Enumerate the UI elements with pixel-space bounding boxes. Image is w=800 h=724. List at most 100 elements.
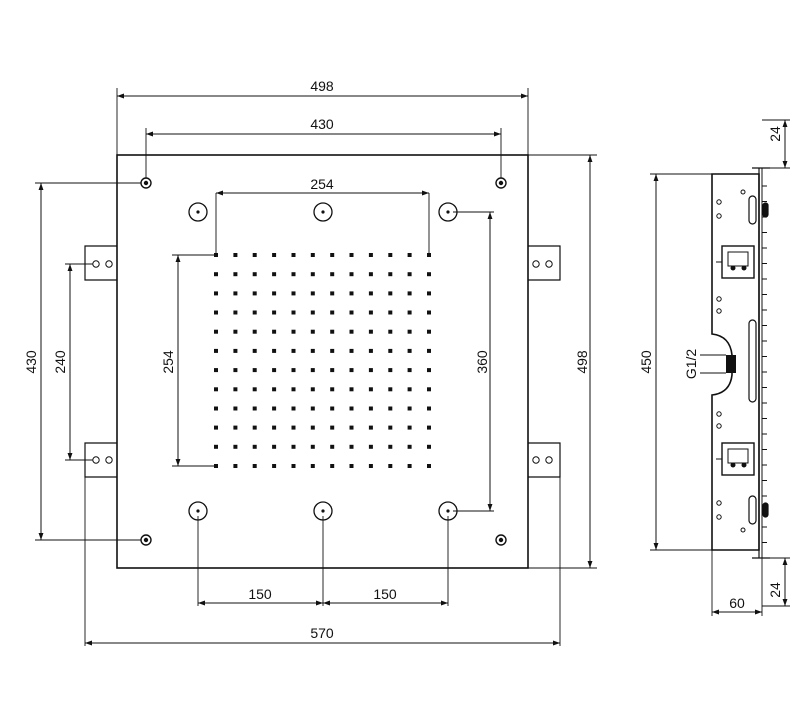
nozzle: [388, 272, 393, 277]
nozzle-grid: [214, 253, 431, 468]
nozzle: [252, 348, 257, 353]
side-body: [711, 173, 760, 551]
nozzle: [291, 348, 296, 353]
nozzle: [291, 291, 296, 296]
nozzle: [388, 329, 393, 334]
nozzle: [349, 291, 354, 296]
nozzle: [272, 291, 277, 296]
nozzle: [310, 368, 315, 373]
side-lower-bracket: [716, 442, 755, 476]
nozzle: [233, 348, 238, 353]
nozzle: [349, 368, 354, 373]
nozzle: [233, 291, 238, 296]
nozzle: [330, 387, 335, 392]
nozzle: [407, 406, 412, 411]
side-dimension-lines: [653, 120, 788, 615]
nozzle: [368, 291, 373, 296]
nozzle: [252, 329, 257, 334]
shower-plate: [116, 154, 529, 569]
nozzle: [291, 406, 296, 411]
nozzle: [407, 464, 412, 468]
nozzle: [272, 310, 277, 315]
nozzle: [330, 253, 335, 257]
nozzle: [349, 310, 354, 315]
nozzle: [368, 253, 373, 257]
nozzle: [427, 348, 431, 353]
nozzle: [272, 348, 277, 353]
nozzle: [310, 425, 315, 430]
nozzle: [214, 368, 218, 373]
nozzle: [233, 387, 238, 392]
nozzle: [330, 329, 335, 334]
nozzle: [427, 425, 431, 430]
dim-right-height: 498: [574, 350, 590, 374]
nozzle: [214, 329, 218, 334]
nozzle: [427, 406, 431, 411]
nozzle: [388, 387, 393, 392]
dim-bottom-right: 150: [373, 586, 397, 602]
nozzle: [310, 329, 315, 334]
dim-nozzle-width: 254: [310, 176, 334, 192]
nozzle: [252, 464, 257, 468]
nozzle: [252, 291, 257, 296]
nozzle: [368, 387, 373, 392]
nozzle: [310, 291, 315, 296]
nozzle: [214, 406, 218, 411]
nozzle: [407, 387, 412, 392]
dim-side-height: 450: [638, 350, 654, 374]
nozzle: [310, 253, 315, 257]
nozzle: [233, 406, 238, 411]
nozzle: [349, 253, 354, 257]
nozzle: [291, 368, 296, 373]
nozzle: [368, 310, 373, 315]
dim-outlet-span: 360: [474, 350, 490, 374]
nozzle: [427, 444, 431, 449]
side-rivets: [716, 189, 746, 533]
nozzle: [252, 387, 257, 392]
dim-bracket-spacing: 240: [52, 350, 68, 374]
nozzle: [272, 272, 277, 277]
dim-overall-width: 570: [310, 625, 334, 641]
nozzle: [349, 464, 354, 468]
nozzle: [272, 368, 277, 373]
nozzle: [427, 387, 431, 392]
extension-lines: [35, 88, 597, 646]
nozzle: [310, 406, 315, 411]
nozzle: [330, 272, 335, 277]
nozzle: [291, 425, 296, 430]
nozzle: [330, 406, 335, 411]
nozzle: [388, 406, 393, 411]
nozzle: [330, 310, 335, 315]
nozzle: [272, 253, 277, 257]
nozzle: [291, 444, 296, 449]
nozzle: [272, 425, 277, 430]
side-extension-lines: [650, 119, 790, 616]
side-slots: [748, 195, 769, 525]
nozzle: [214, 310, 218, 315]
nozzle: [368, 406, 373, 411]
dim-inner-width: 430: [310, 116, 334, 132]
dim-side-bottom: 24: [767, 582, 783, 598]
nozzle: [368, 425, 373, 430]
dim-nozzle-height: 254: [160, 350, 176, 374]
nozzle: [291, 464, 296, 468]
nozzle: [310, 348, 315, 353]
nozzle: [233, 310, 238, 315]
nozzle: [310, 310, 315, 315]
nozzle: [330, 348, 335, 353]
nozzle: [349, 348, 354, 353]
nozzle: [272, 464, 277, 468]
nozzle: [368, 368, 373, 373]
side-view: G1/2 450 24 24 60: [638, 119, 790, 616]
nozzle: [388, 368, 393, 373]
nozzle: [272, 406, 277, 411]
nozzle: [368, 464, 373, 468]
nozzle: [291, 272, 296, 277]
nozzle: [388, 348, 393, 353]
nozzle: [252, 253, 257, 257]
nozzle: [427, 310, 431, 315]
nozzle: [272, 329, 277, 334]
nozzle: [330, 444, 335, 449]
nozzle: [252, 368, 257, 373]
nozzle: [388, 444, 393, 449]
